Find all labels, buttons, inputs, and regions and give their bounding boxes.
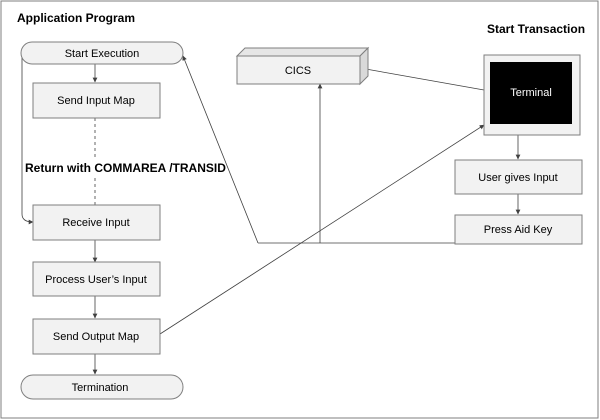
- termination-label: Termination: [72, 382, 129, 394]
- terminal-screen: [490, 62, 572, 124]
- node-send-input-map: Send Input Map: [32, 82, 161, 119]
- node-cics: CICS: [235, 46, 370, 86]
- heading-start-transaction: Start Transaction: [487, 22, 585, 36]
- node-user-gives-input: User gives Input: [454, 159, 583, 195]
- user-gives-input-label: User gives Input: [478, 172, 557, 184]
- connector-cics-to-terminal: [359, 67, 485, 91]
- node-receive-input: Receive Input: [32, 204, 161, 241]
- node-press-aid-key: Press Aid Key: [454, 214, 583, 245]
- cics-label: CICS: [285, 65, 311, 77]
- process-users-input-label: Process User’s Input: [45, 274, 147, 286]
- receive-input-label: Receive Input: [62, 217, 129, 229]
- node-start-execution: Start Execution: [20, 41, 184, 65]
- connector-to-start-execution: [182, 55, 259, 244]
- start-execution-label: Start Execution: [65, 48, 140, 60]
- connector-loop-to-receive: [21, 56, 34, 225]
- node-terminal: Terminal: [483, 54, 581, 136]
- send-output-map-label: Send Output Map: [53, 331, 139, 343]
- heading-application-program: Application Program: [17, 11, 135, 25]
- node-process-users-input: Process User’s Input: [32, 261, 161, 297]
- press-aid-key-label: Press Aid Key: [484, 224, 553, 236]
- connector-send-output-to-terminal: [159, 124, 485, 335]
- terminal-label: Terminal: [510, 87, 552, 99]
- send-input-map-label: Send Input Map: [57, 95, 135, 107]
- connectors: [21, 55, 521, 375]
- return-note: Return with COMMAREA /TRANSID: [25, 161, 226, 175]
- node-send-output-map: Send Output Map: [32, 318, 161, 355]
- node-termination: Termination: [20, 374, 184, 400]
